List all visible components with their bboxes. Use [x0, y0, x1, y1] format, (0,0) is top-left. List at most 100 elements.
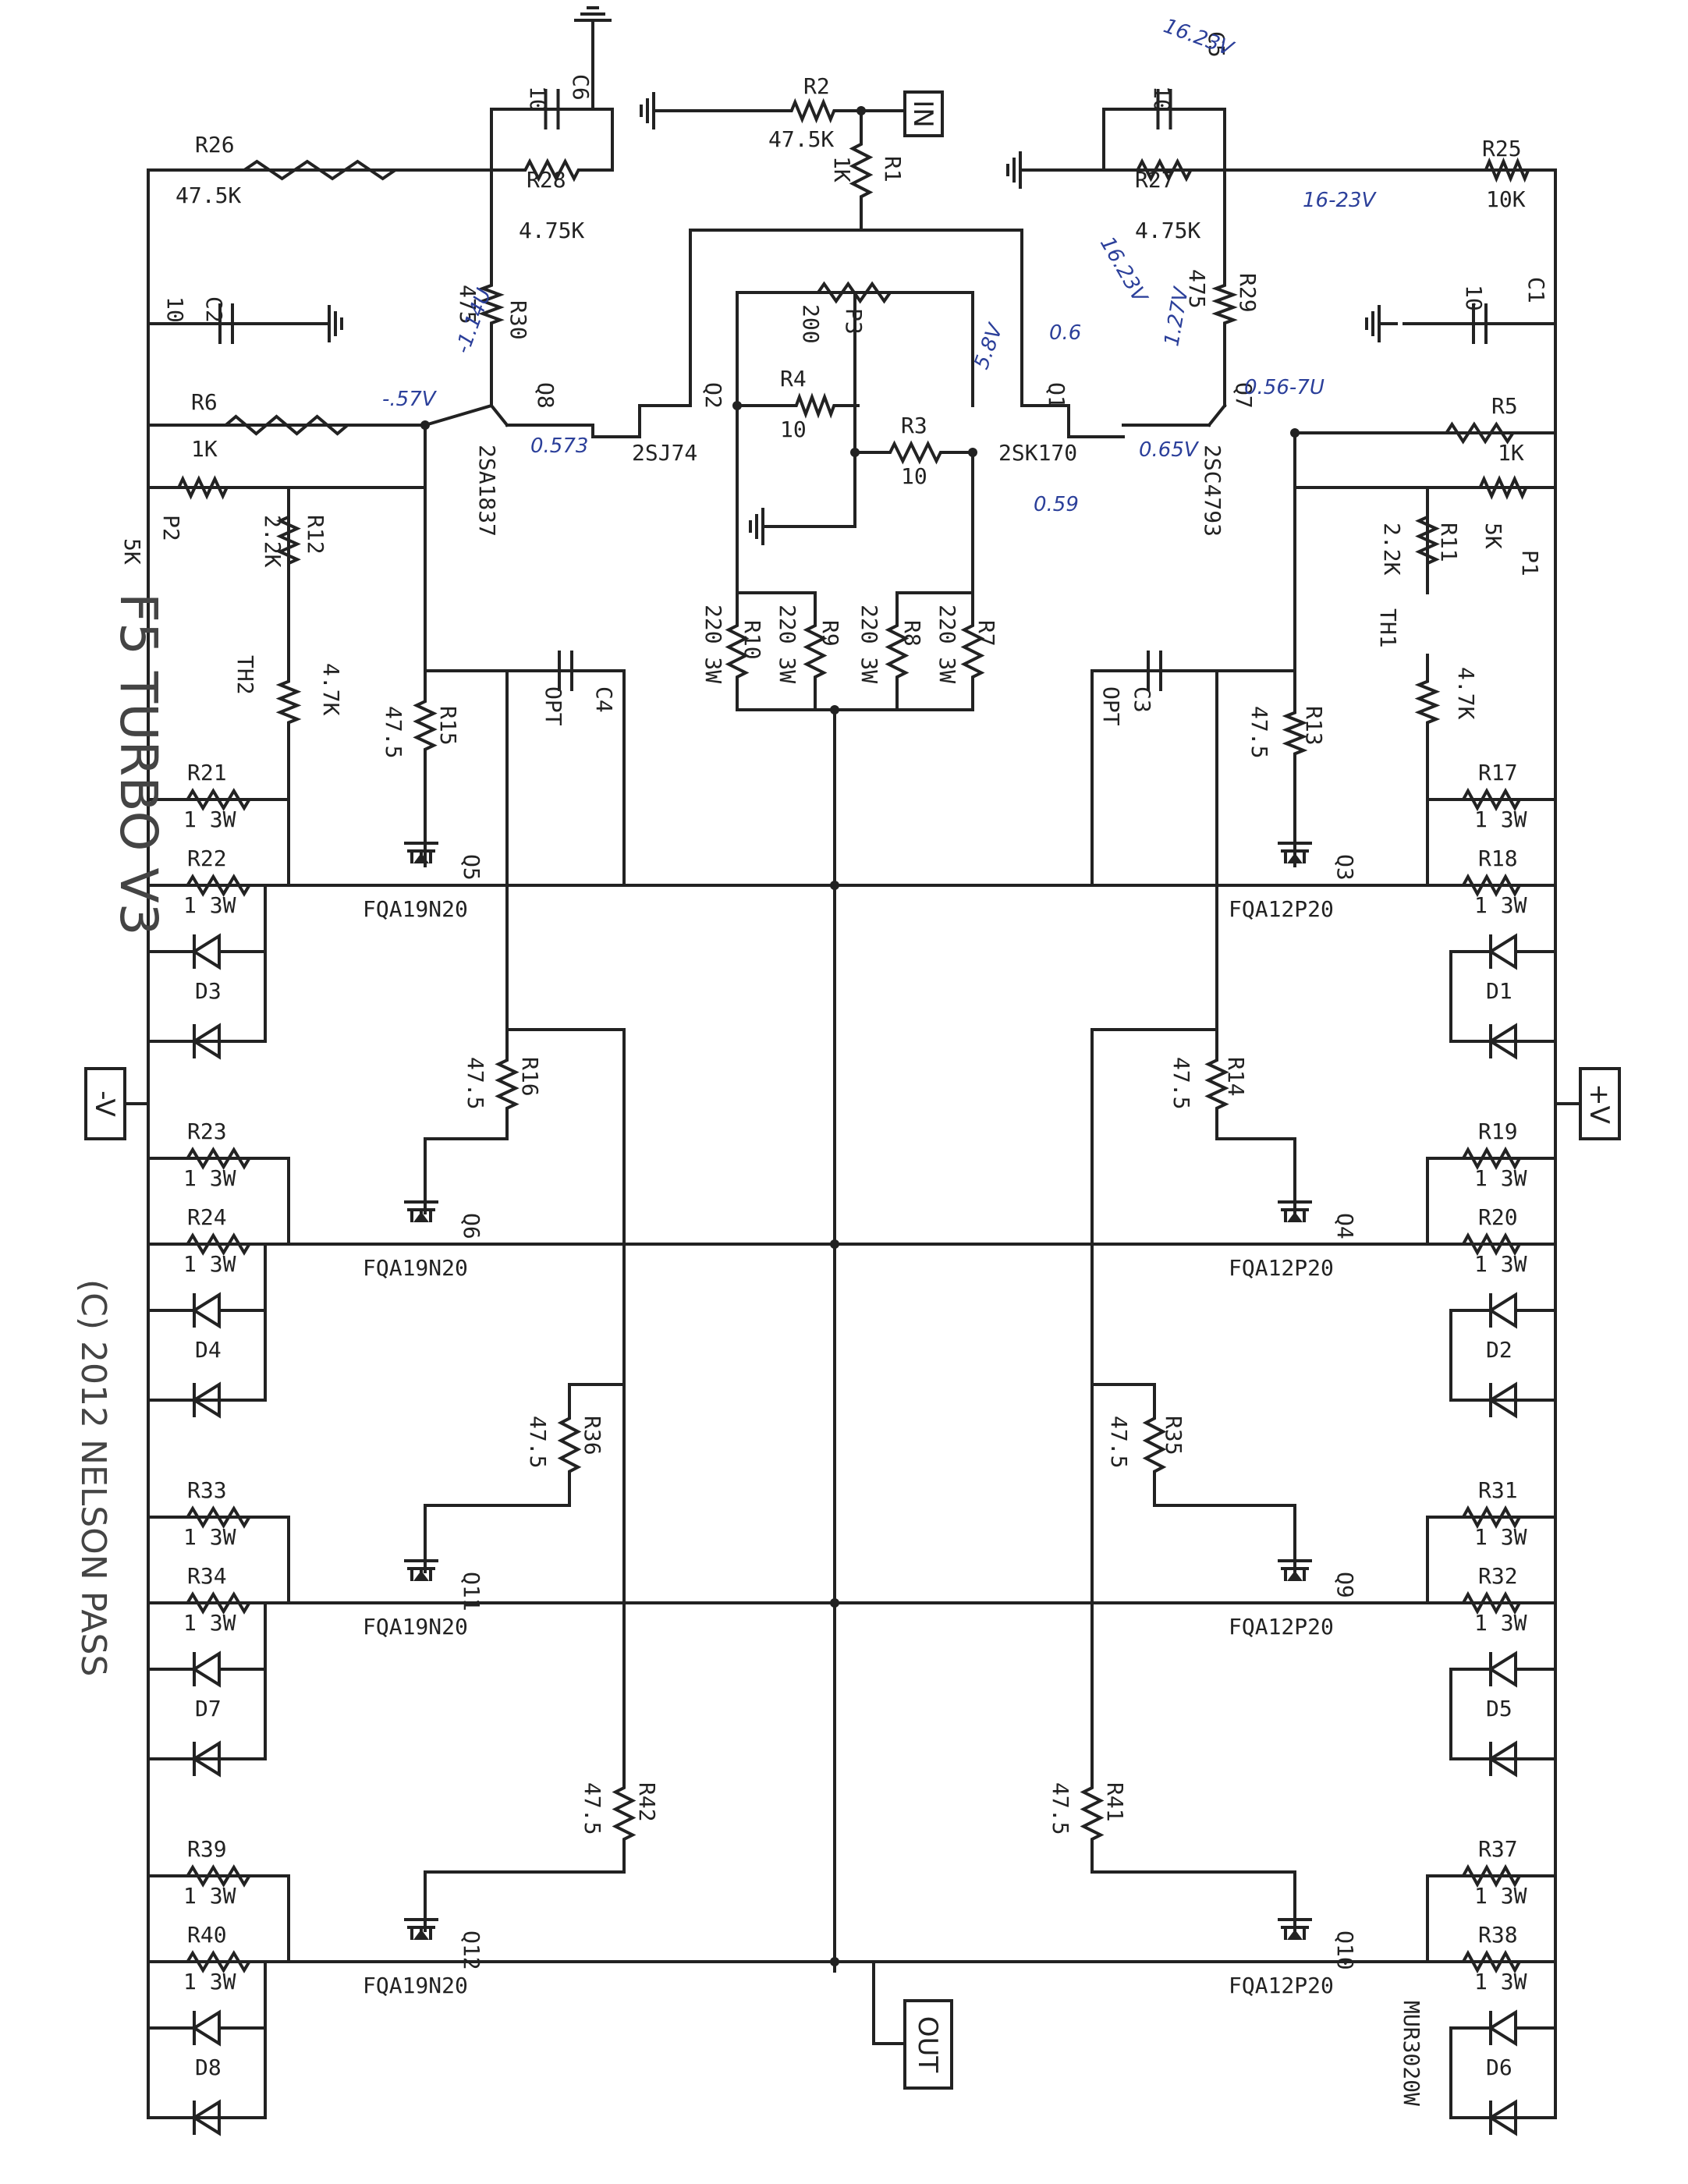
mosfet-part: FQA12P20 [1229, 1973, 1334, 1998]
diode-d3-a [147, 933, 267, 970]
resistor-value: 1 3W [1474, 892, 1527, 918]
label: 200 [798, 304, 824, 344]
label: 10 [1461, 285, 1487, 311]
label: 475 [455, 285, 481, 324]
resistor-r22 [147, 874, 290, 897]
label: 5K [119, 538, 145, 565]
label: 47.5 [1168, 1057, 1194, 1109]
diode-d4-b [147, 1381, 267, 1419]
label: 10 [1149, 86, 1175, 112]
label: R41 [1102, 1782, 1128, 1822]
mosfet-ref: Q11 [459, 1572, 484, 1611]
mosfet-ref: Q10 [1332, 1930, 1358, 1970]
capacitor-c1 [1403, 303, 1557, 344]
thermistor-th1 [1414, 654, 1441, 750]
components [84, 6, 1621, 2136]
label: 10 [780, 417, 807, 442]
resistor-r10 [725, 591, 750, 711]
label: C6 [568, 74, 594, 101]
label: C5 [1204, 31, 1229, 58]
label: R11 [1436, 523, 1462, 562]
mosfet-ref: Q12 [459, 1930, 484, 1970]
label: R1 [880, 156, 906, 183]
diode-d1-b [1449, 1023, 1557, 1060]
label: 47.5K [176, 183, 241, 208]
label: R6 [191, 389, 218, 415]
resistor-r31 [1426, 1505, 1557, 1530]
label: Q8 [533, 382, 559, 409]
label: -.57V [382, 388, 438, 411]
positive-rail-port-label: +V [1583, 1083, 1615, 1124]
mosfet-q4 [1278, 1200, 1312, 1222]
output-port [903, 1999, 953, 2090]
diagram-title: F5 TURBO V3 [108, 593, 168, 936]
diode-d8-a [147, 2009, 267, 2047]
ground-symbol [749, 508, 782, 545]
diode-d6-b [1449, 2099, 1557, 2136]
mosfet-q9 [1278, 1559, 1312, 1581]
resistor-r41 [1080, 1753, 1105, 1874]
label: C4 [591, 686, 617, 713]
resistor-r19 [1426, 1146, 1557, 1171]
resistor-value: 1 3W [183, 1969, 236, 1994]
resistor-r36 [557, 1383, 582, 1507]
label: R4 [780, 366, 807, 392]
label: 2SC4793 [1200, 445, 1225, 537]
capacitor-c3 [1090, 651, 1218, 691]
resistor-r12 [276, 486, 301, 594]
label: 47.5 [525, 1416, 551, 1468]
resistor-r9 [803, 591, 828, 711]
label: R25 [1482, 136, 1522, 161]
resistor-r42 [612, 1753, 637, 1874]
positive-rail-port [1579, 1067, 1621, 1140]
label: 47.5 [463, 1057, 488, 1109]
label: 10 [162, 296, 188, 323]
resistor-ref: R24 [187, 1204, 227, 1230]
resistor-r28 [490, 158, 614, 183]
label: 47.5 [580, 1782, 605, 1835]
label: 47.5 [1106, 1416, 1132, 1468]
resistor-r14 [1204, 1028, 1229, 1140]
diode-d8-b [147, 2099, 267, 2136]
resistor-value: 1 3W [1474, 1969, 1527, 1994]
label: 475 [1184, 269, 1210, 309]
label: C2 [201, 296, 227, 323]
label: 47.5 [1048, 1782, 1073, 1835]
copyright-text: (C) 2012 NELSON PASS [73, 1279, 113, 1676]
mosfet-part: FQA19N20 [363, 1255, 468, 1281]
diode-ref: D4 [195, 1337, 222, 1363]
resistor-ref: R37 [1478, 1836, 1518, 1862]
label: 1.27V [1160, 284, 1193, 348]
resistor-r21 [147, 788, 290, 811]
resistor-r2 [763, 98, 863, 124]
mosfet-ref: Q5 [459, 854, 484, 881]
label: 0.59 [1034, 493, 1079, 516]
label: OPT [1098, 686, 1124, 726]
diode-d7-a [147, 1650, 267, 1688]
resistor-r20 [1426, 1232, 1557, 1257]
mosfet-q5 [404, 842, 438, 863]
label: 16.23V [1161, 14, 1238, 61]
label: 10 [525, 86, 551, 112]
resistor-ref: R33 [187, 1477, 227, 1503]
resistor-r25 [1457, 157, 1557, 183]
resistor-value: 1 3W [183, 892, 236, 918]
input-port-label: IN [907, 100, 938, 127]
mosfet-ref: Q6 [459, 1213, 484, 1239]
diode-d6-a [1449, 2009, 1557, 2047]
thermistor-th2 [275, 654, 302, 750]
label: 2SJ74 [632, 440, 697, 466]
resistor-r35 [1142, 1383, 1167, 1507]
resistor-value: 1 3W [183, 1251, 236, 1277]
diode-part: MUR3020W [1399, 2001, 1424, 2106]
label: 0.65V [1139, 438, 1200, 462]
label: 1K [191, 436, 218, 462]
resistor-r38 [1426, 1949, 1557, 1974]
label: 4.75K [1135, 218, 1200, 243]
pot-p2 [147, 475, 259, 500]
resistor-value: 1 3W [1474, 1610, 1527, 1636]
mosfet-part: FQA19N20 [363, 896, 468, 922]
label: 0.56-7U [1244, 376, 1325, 399]
resistor-r23 [147, 1147, 290, 1170]
label: P2 [158, 515, 184, 541]
